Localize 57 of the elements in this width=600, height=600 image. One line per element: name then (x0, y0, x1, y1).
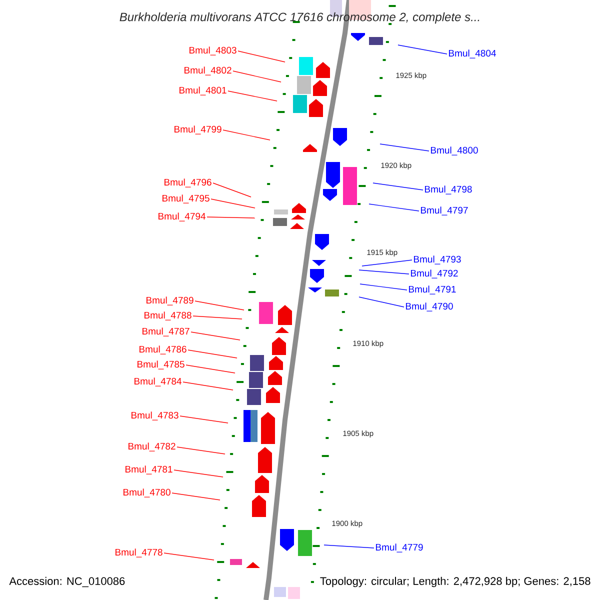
gene-label: Bmul_4797 (421, 206, 468, 216)
gene-label: Bmul_4804 (449, 50, 496, 58)
gene-label: Bmul_4799 (174, 126, 222, 134)
leader-line (358, 296, 404, 308)
gene-label: Bmul_4784 (134, 378, 182, 386)
leader-line (222, 130, 270, 140)
leader-line (180, 416, 228, 424)
accession-text: Accession: NC_010086 (8, 576, 126, 588)
leader-line (190, 332, 240, 340)
leader-line (186, 364, 236, 374)
gene-label: Bmul_4788 (144, 312, 192, 320)
leader-line (372, 182, 424, 190)
gene-label: Bmul_4781 (126, 466, 172, 474)
leader-line (192, 316, 242, 320)
leader-line (238, 50, 286, 62)
gene-label: Bmul_4798 (425, 186, 472, 194)
gene-label: Bmul_4794 (158, 212, 206, 222)
gene-label: Bmul_4787 (142, 328, 190, 336)
leader-line (228, 90, 278, 102)
gene-label: Bmul_4789 (146, 296, 194, 306)
leader-line (176, 446, 226, 454)
leader-line (212, 182, 252, 198)
leader-line (360, 284, 408, 290)
gene-label: Bmul_4792 (411, 270, 458, 278)
leader-line (172, 492, 220, 500)
gene-label: Bmul_4801 (180, 86, 226, 96)
gene-label: Bmul_4800 (431, 146, 478, 156)
leader-line (182, 382, 234, 390)
gene-label: Bmul_4785 (138, 360, 184, 370)
leader-line (362, 260, 412, 266)
gene-label: Bmul_4786 (140, 346, 186, 354)
topology-text: Topology: circular; Length: 2,472,928 bp; Genes: 2,158 (318, 576, 592, 588)
leader-line (164, 552, 214, 560)
leader-line (324, 544, 374, 548)
gene-label: Bmul_4790 (406, 302, 453, 312)
leader-line (174, 470, 224, 478)
gene-label: Bmul_4791 (409, 286, 456, 294)
leader-line (194, 300, 244, 310)
gene-label: Bmul_4793 (414, 256, 461, 264)
leader-line (206, 216, 256, 218)
leader-line (232, 70, 282, 82)
gene-label: Bmul_4782 (128, 442, 176, 452)
gene-label: Bmul_4796 (164, 178, 212, 188)
gene-label: Bmul_4803 (190, 46, 236, 56)
gene-label: Bmul_4795 (162, 194, 210, 204)
title: Burkholderia multivorans ATCC 17616 chromosome 2, complete s... (120, 12, 480, 24)
gene-label: Bmul_4779 (376, 544, 423, 552)
leader-line (368, 204, 420, 212)
leader-line (398, 44, 448, 54)
leader-line (210, 198, 256, 208)
gene-label: Bmul_4780 (124, 488, 170, 498)
gene-label: Bmul_4783 (132, 412, 178, 420)
leader-line (358, 270, 410, 274)
leader-line (188, 350, 238, 358)
gene-label: Bmul_4778 (116, 548, 162, 558)
gene-label: Bmul_4802 (184, 66, 232, 76)
leader-line (380, 144, 430, 152)
